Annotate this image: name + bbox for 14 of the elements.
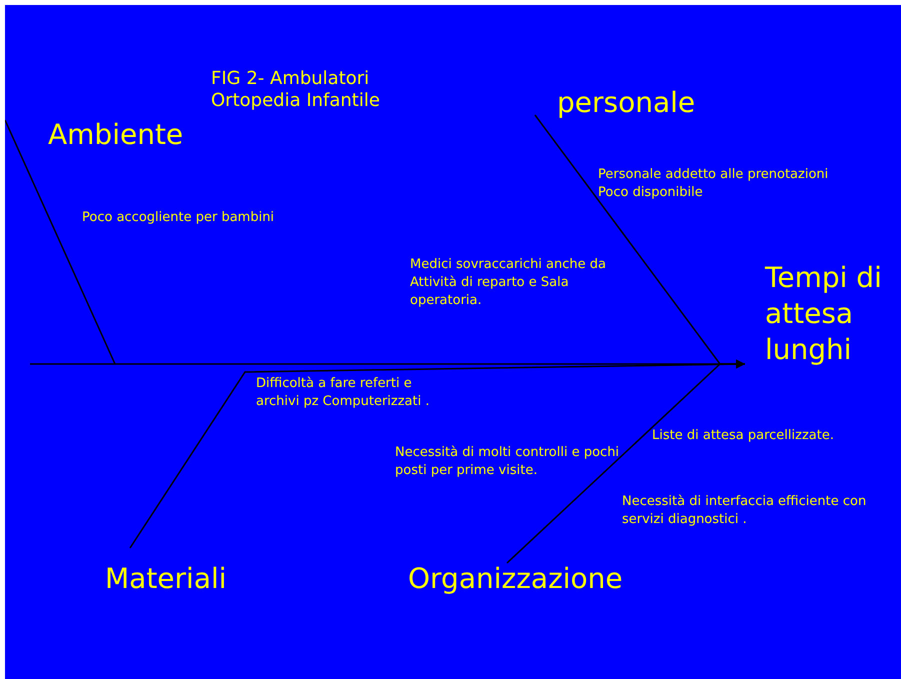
cause-note: Necessità di molti controlli e pochi posti per prime visite. <box>395 444 620 480</box>
bone-arrow <box>506 360 745 564</box>
effect-label: Tempi di attesa lunghi <box>745 260 895 372</box>
category-label: Ambiente <box>5 118 190 158</box>
cause-note: Medici sovraccarichi anche da Attività di reparto e Sala operatoria. <box>410 256 607 310</box>
cause-note: Necessità di interfaccia efficiente con servizi diagnostici . <box>622 493 868 529</box>
category-label: Organizzazione <box>405 562 627 596</box>
category-label: Materiali <box>103 548 238 596</box>
title: FIG 2- Ambulatori Ortopedia Infantile <box>211 68 381 112</box>
cause-note: Personale addetto alle prenotazioni Poco disponibile <box>598 166 830 202</box>
cause-note: Difficoltà a fare referti e archivi pz Computerizzati . <box>256 375 430 411</box>
category-label: personale <box>535 86 700 126</box>
cause-note: Liste di attesa parcellizzate. <box>652 427 835 445</box>
cause-note: Poco accogliente per bambini <box>82 209 276 227</box>
